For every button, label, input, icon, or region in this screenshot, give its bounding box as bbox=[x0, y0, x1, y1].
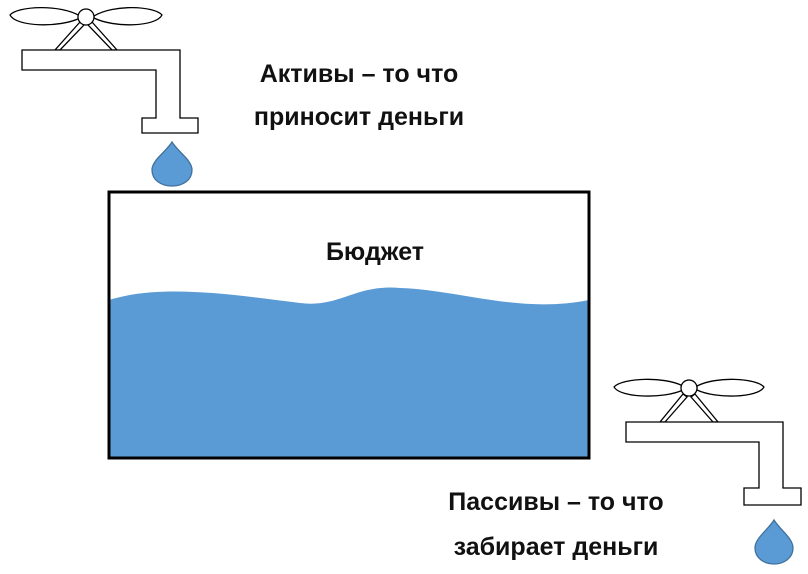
top-faucet-icon bbox=[9, 7, 199, 134]
bottom-water-drop-icon bbox=[754, 518, 794, 565]
bottom-faucet-stem bbox=[658, 393, 720, 423]
tank-water bbox=[109, 287, 589, 458]
top-water-drop-icon bbox=[151, 140, 193, 187]
bottom-faucet-handle-right-blade bbox=[696, 378, 765, 397]
top-faucet-pipe bbox=[21, 49, 199, 134]
top-faucet-handle-knob bbox=[77, 8, 95, 26]
top-faucet-stem bbox=[53, 21, 119, 51]
liabilities-label-line2: забирает деньги bbox=[453, 533, 659, 561]
budget-tank bbox=[107, 190, 591, 460]
liabilities-label-line1: Пассивы – то что bbox=[448, 488, 664, 516]
budget-label: Бюджет bbox=[325, 238, 425, 266]
top-faucet-handle-right-blade bbox=[93, 7, 163, 26]
assets-label-line2: приносит деньги bbox=[253, 103, 465, 131]
top-faucet-handle-left-blade bbox=[9, 7, 81, 26]
bottom-faucet-icon bbox=[613, 378, 802, 506]
bottom-faucet-pipe bbox=[625, 421, 802, 506]
bottom-faucet-handle-knob bbox=[680, 379, 698, 397]
bottom-faucet-handle-left-blade bbox=[613, 378, 684, 397]
assets-label-line1: Активы – то что bbox=[259, 60, 459, 88]
